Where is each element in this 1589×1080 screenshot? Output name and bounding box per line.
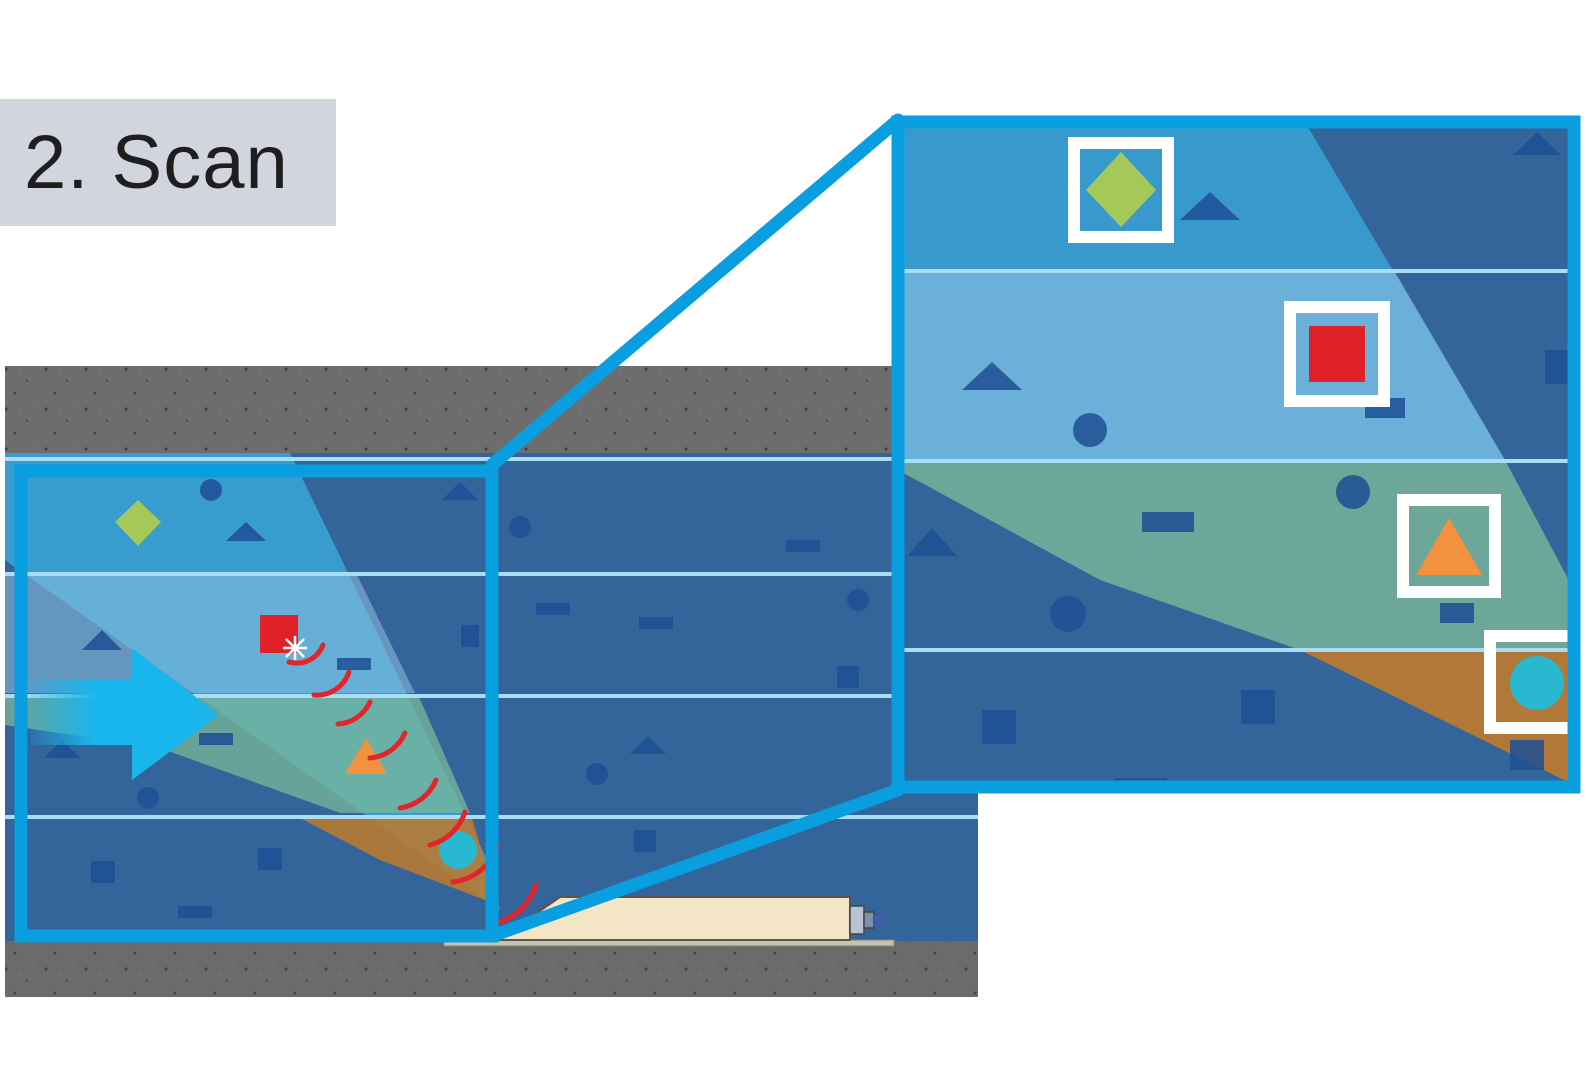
material-features [44,479,869,918]
reflection-spark-icon [283,636,307,660]
indication-square [260,615,298,653]
scan-window-frame [14,464,499,943]
concrete-layer-top [5,366,892,454]
inset-indication-circle [1484,630,1574,734]
scan-direction-arrow [30,648,219,780]
indication-diamond [115,500,161,546]
sound-wave-arcs [286,642,539,928]
zoom-connector-lines [485,113,905,943]
title-box: 2. Scan [0,99,336,226]
inset-indication-diamond [1068,137,1174,243]
page-title: 2. Scan [24,120,289,205]
magnified-inset [891,115,1581,794]
inset-indication-square [1284,301,1390,407]
indication-triangle [345,738,387,774]
concrete-layer-bottom [5,941,978,997]
inset-indication-triangle [1397,494,1501,598]
inset-frame [891,115,1581,794]
indication-circle [439,831,477,869]
